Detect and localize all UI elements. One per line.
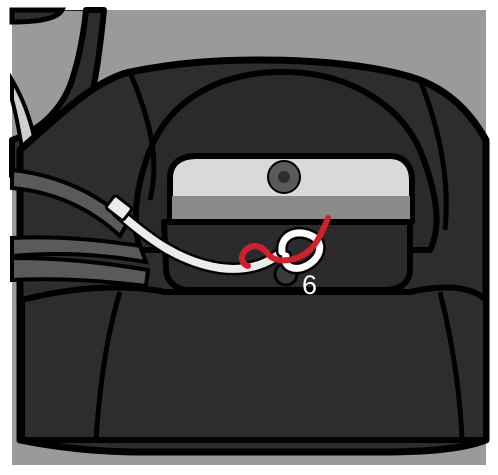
plate-shadow: [172, 196, 410, 220]
screw-hole-center: [278, 171, 290, 183]
base-skirt: [22, 287, 486, 440]
step-number: 6: [302, 270, 317, 300]
